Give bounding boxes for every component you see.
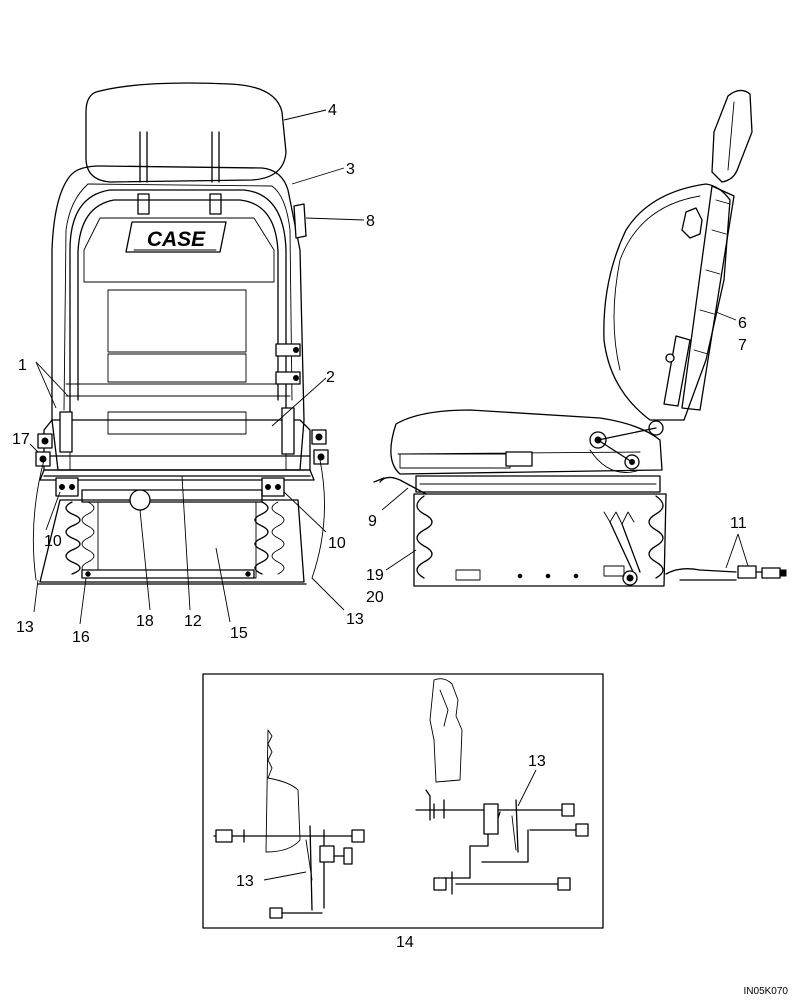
callout-4: 4 [328,102,337,119]
callout-10-left: 10 [44,533,62,550]
callout-9: 9 [368,513,377,530]
callout-12: 12 [184,613,202,630]
brand-logo-plate [125,221,227,253]
callout-15: 15 [230,625,248,642]
callout-18: 18 [136,613,154,630]
callout-17: 17 [12,431,30,448]
callout-6: 6 [738,315,747,332]
callout-7: 7 [738,337,747,354]
callout-numbers: 1 2 3 4 6 7 8 9 10 10 11 12 13 13 13 13 … [12,102,747,951]
detail-left-assembly [213,729,365,919]
detail-inset [202,673,604,929]
detail-right-assembly [415,678,589,895]
seat-front-view: CASE [32,82,329,585]
fore-aft-lever [379,476,427,495]
headrest-front [85,82,287,183]
bellows-side-left [416,495,433,579]
callout-13-detail-left: 13 [236,873,254,890]
callout-10-right: 10 [328,535,346,552]
cushion-side [390,409,663,475]
backrest-frame-tube [69,189,287,421]
callout-13-detail-right: 13 [528,753,546,770]
callout-13-right: 13 [346,611,364,628]
reference-id: IN05K070 [744,986,789,997]
detail-frame [202,673,604,929]
callout-1: 1 [18,357,27,374]
callout-16: 16 [72,629,90,646]
callout-14: 14 [396,934,414,951]
height-adjust-knob [129,489,151,511]
callout-8: 8 [366,213,375,230]
backrest-side [603,183,731,421]
callout-19: 19 [366,567,384,584]
bellows-left [65,501,81,575]
seat-side-view [373,89,787,587]
brand-logo: CASE [147,228,206,251]
leader-lines [29,109,749,881]
callout-20: 20 [366,589,384,606]
callout-2: 2 [326,369,335,386]
bellows-right [254,501,269,575]
backrest-front [51,165,305,471]
callout-13-left: 13 [16,619,34,636]
headrest-side [711,89,753,183]
callout-11: 11 [730,515,747,532]
callout-3: 3 [346,161,355,178]
